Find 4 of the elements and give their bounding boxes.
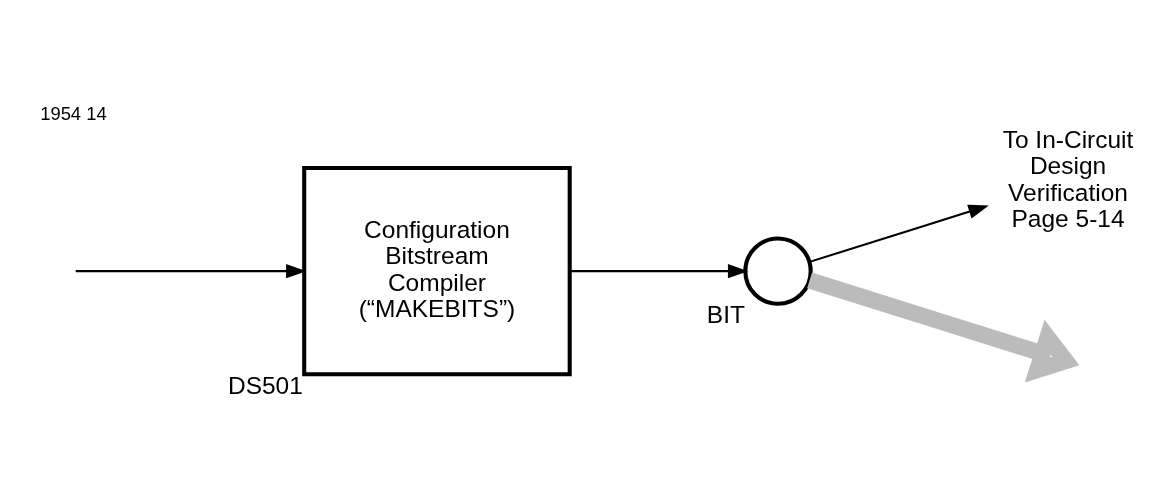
label: 1954 14 — [39, 103, 107, 125]
node-text: To In-Circuit Design Verification Page 5-14 — [1002, 125, 1133, 233]
node-label: DS501 — [227, 371, 303, 399]
node-label: BIT — [706, 301, 745, 329]
